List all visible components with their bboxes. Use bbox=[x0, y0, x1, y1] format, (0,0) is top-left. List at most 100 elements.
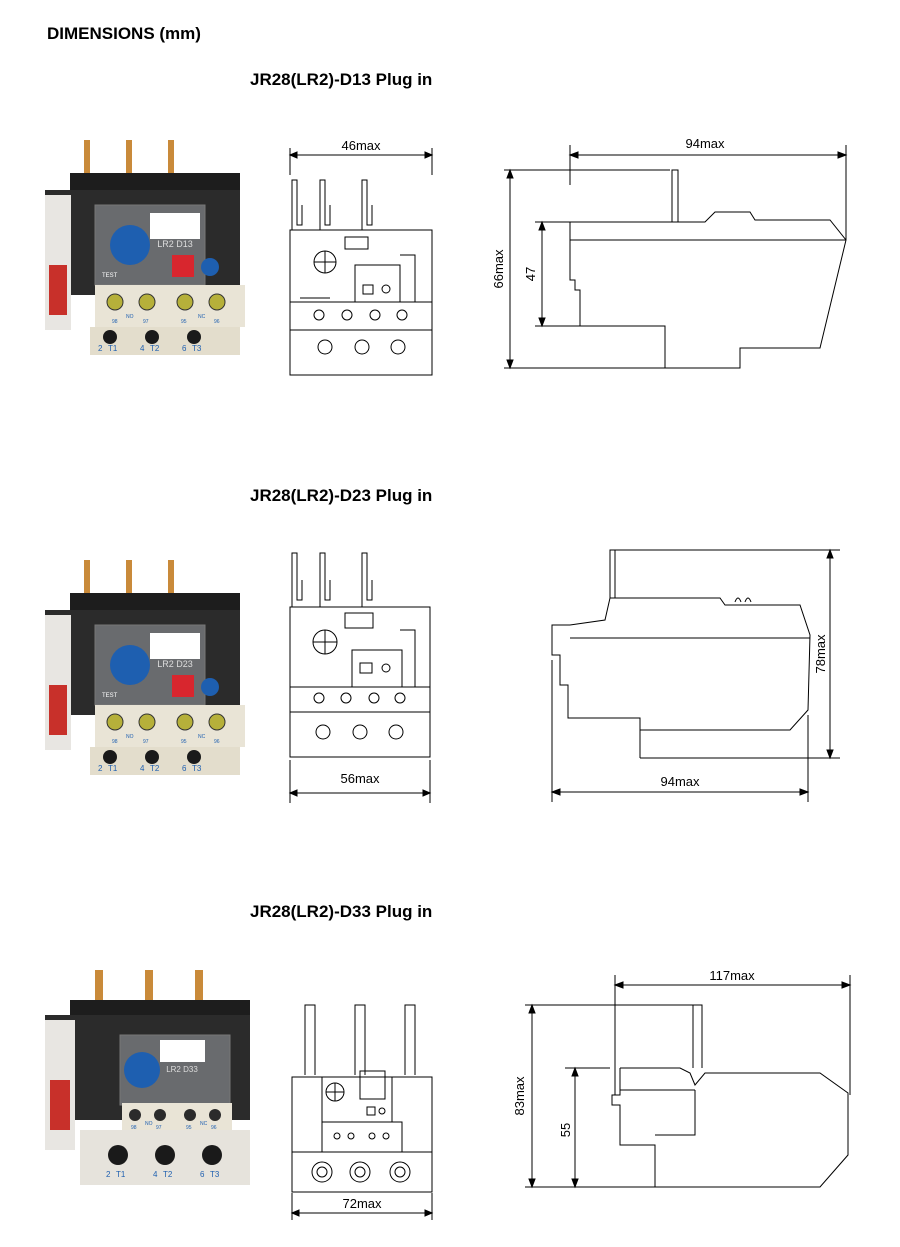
pin-outline bbox=[609, 549, 616, 598]
terminal-row-lower bbox=[289, 711, 431, 758]
depth-label: 94max bbox=[660, 774, 700, 789]
terminal-label: T1 bbox=[116, 1170, 126, 1179]
product-photo-d23: LR2 D23 TEST 98 NO 97 95 NC 96 2 T1 4 T2… bbox=[45, 560, 245, 775]
nameplate bbox=[160, 1040, 205, 1062]
arrow-head bbox=[568, 151, 579, 159]
test-label: TEST bbox=[102, 693, 118, 699]
arrow-head bbox=[506, 359, 514, 370]
height-label: 66max bbox=[491, 249, 506, 289]
mount-label: 47 bbox=[523, 267, 538, 281]
arrow-head bbox=[506, 168, 514, 179]
terminal-symbol bbox=[347, 1132, 355, 1140]
nameplate-outline bbox=[359, 1070, 386, 1100]
terminal-label: 97 bbox=[143, 739, 149, 745]
stop-button-outline bbox=[359, 662, 373, 674]
reset-button-outline bbox=[381, 284, 391, 294]
side-red-strip bbox=[49, 685, 67, 735]
pin-outline bbox=[361, 552, 373, 607]
arrow-head bbox=[288, 789, 298, 797]
nameplate-outline bbox=[344, 236, 369, 250]
terminal-label: 2 bbox=[98, 344, 103, 353]
terminal-hole bbox=[103, 750, 117, 764]
current-dial bbox=[110, 645, 150, 685]
terminal-hole bbox=[202, 1145, 222, 1165]
terminal-symbol bbox=[341, 309, 353, 321]
terminal-symbol bbox=[340, 692, 352, 704]
pin-outline bbox=[291, 179, 303, 230]
terminal-hole bbox=[187, 750, 201, 764]
nameplate bbox=[150, 633, 200, 659]
height-label: 83max bbox=[512, 1076, 527, 1116]
terminal-label: T1 bbox=[108, 344, 118, 353]
terminal-label: T3 bbox=[192, 344, 202, 353]
terminal-label: 4 bbox=[140, 344, 145, 353]
arrow-head bbox=[571, 1066, 579, 1077]
terminal-label: T2 bbox=[163, 1170, 173, 1179]
section-title-d13: JR28(LR2)-D13 Plug in bbox=[250, 70, 433, 89]
front-view-d33: 72max bbox=[290, 1004, 434, 1220]
stop-button-outline bbox=[366, 1106, 376, 1116]
arrow-head bbox=[528, 1003, 536, 1014]
arrow-head bbox=[841, 981, 852, 989]
side-red-strip bbox=[49, 265, 67, 315]
copper-pin bbox=[168, 560, 174, 602]
pin-outline bbox=[692, 1004, 703, 1068]
arrow-head bbox=[613, 981, 624, 989]
section-title-d33: JR28(LR2)-D33 Plug in bbox=[250, 902, 433, 921]
terminal-label: 2 bbox=[98, 764, 103, 773]
terminal-symbol bbox=[313, 692, 325, 704]
terminal-row-upper bbox=[289, 301, 433, 331]
mount-label: 55 bbox=[558, 1123, 573, 1137]
terminal-label: 98 bbox=[131, 1125, 137, 1131]
terminal-hole bbox=[145, 330, 159, 344]
arrow-head bbox=[538, 317, 546, 328]
terminal-label: T3 bbox=[192, 764, 202, 773]
terminal-label: T3 bbox=[210, 1170, 220, 1179]
top-housing bbox=[70, 173, 240, 195]
terminal-hole bbox=[155, 1145, 175, 1165]
depth-label: 94max bbox=[685, 136, 725, 151]
width-label: 46max bbox=[341, 138, 381, 153]
reset-button bbox=[201, 258, 219, 276]
terminal-symbol bbox=[394, 692, 406, 704]
pin-outline bbox=[671, 169, 679, 222]
nameplate-outline bbox=[344, 612, 374, 629]
side-view-d13: 94max 66max 47 bbox=[491, 136, 848, 370]
front-view-d13: 46max bbox=[288, 138, 434, 376]
terminal-hole bbox=[145, 750, 159, 764]
terminal-symbol bbox=[368, 692, 380, 704]
terminal-label: 97 bbox=[143, 319, 149, 325]
arrow-head bbox=[837, 151, 848, 159]
terminal-label: 96 bbox=[214, 319, 220, 325]
terminal-hole bbox=[187, 330, 201, 344]
pin-outline bbox=[319, 552, 331, 607]
depth-label: 117max bbox=[709, 968, 755, 983]
terminal-symbol bbox=[315, 724, 331, 740]
terminal-screw bbox=[208, 293, 226, 311]
pin-outline bbox=[319, 179, 331, 230]
terminal-symbol bbox=[349, 1161, 371, 1183]
width-label: 72max bbox=[342, 1196, 382, 1211]
pin-outline bbox=[361, 179, 373, 230]
terminal-screw bbox=[106, 293, 124, 311]
arrow-head bbox=[424, 1209, 434, 1217]
terminal-symbol bbox=[352, 724, 368, 740]
step-outline bbox=[400, 254, 416, 302]
reset-button bbox=[201, 678, 219, 696]
stop-button bbox=[172, 255, 194, 277]
terminal-hole bbox=[103, 330, 117, 344]
housing-outline bbox=[291, 1076, 433, 1153]
arrow-head bbox=[290, 1209, 300, 1217]
terminal-label: NO bbox=[145, 1121, 153, 1127]
terminal-label: T2 bbox=[150, 764, 160, 773]
terminal-symbol bbox=[313, 309, 325, 321]
model-label: LR2 D13 bbox=[157, 239, 193, 249]
terminal-label: 4 bbox=[140, 764, 145, 773]
section-title-d23: JR28(LR2)-D23 Plug in bbox=[250, 486, 433, 505]
terminal-symbol bbox=[368, 1132, 376, 1140]
terminal-label: 95 bbox=[186, 1125, 192, 1131]
terminal-label: 98 bbox=[112, 739, 118, 745]
arrow-head bbox=[288, 151, 298, 159]
arrow-head bbox=[550, 788, 561, 796]
front-view-d23: 56max bbox=[288, 552, 432, 803]
